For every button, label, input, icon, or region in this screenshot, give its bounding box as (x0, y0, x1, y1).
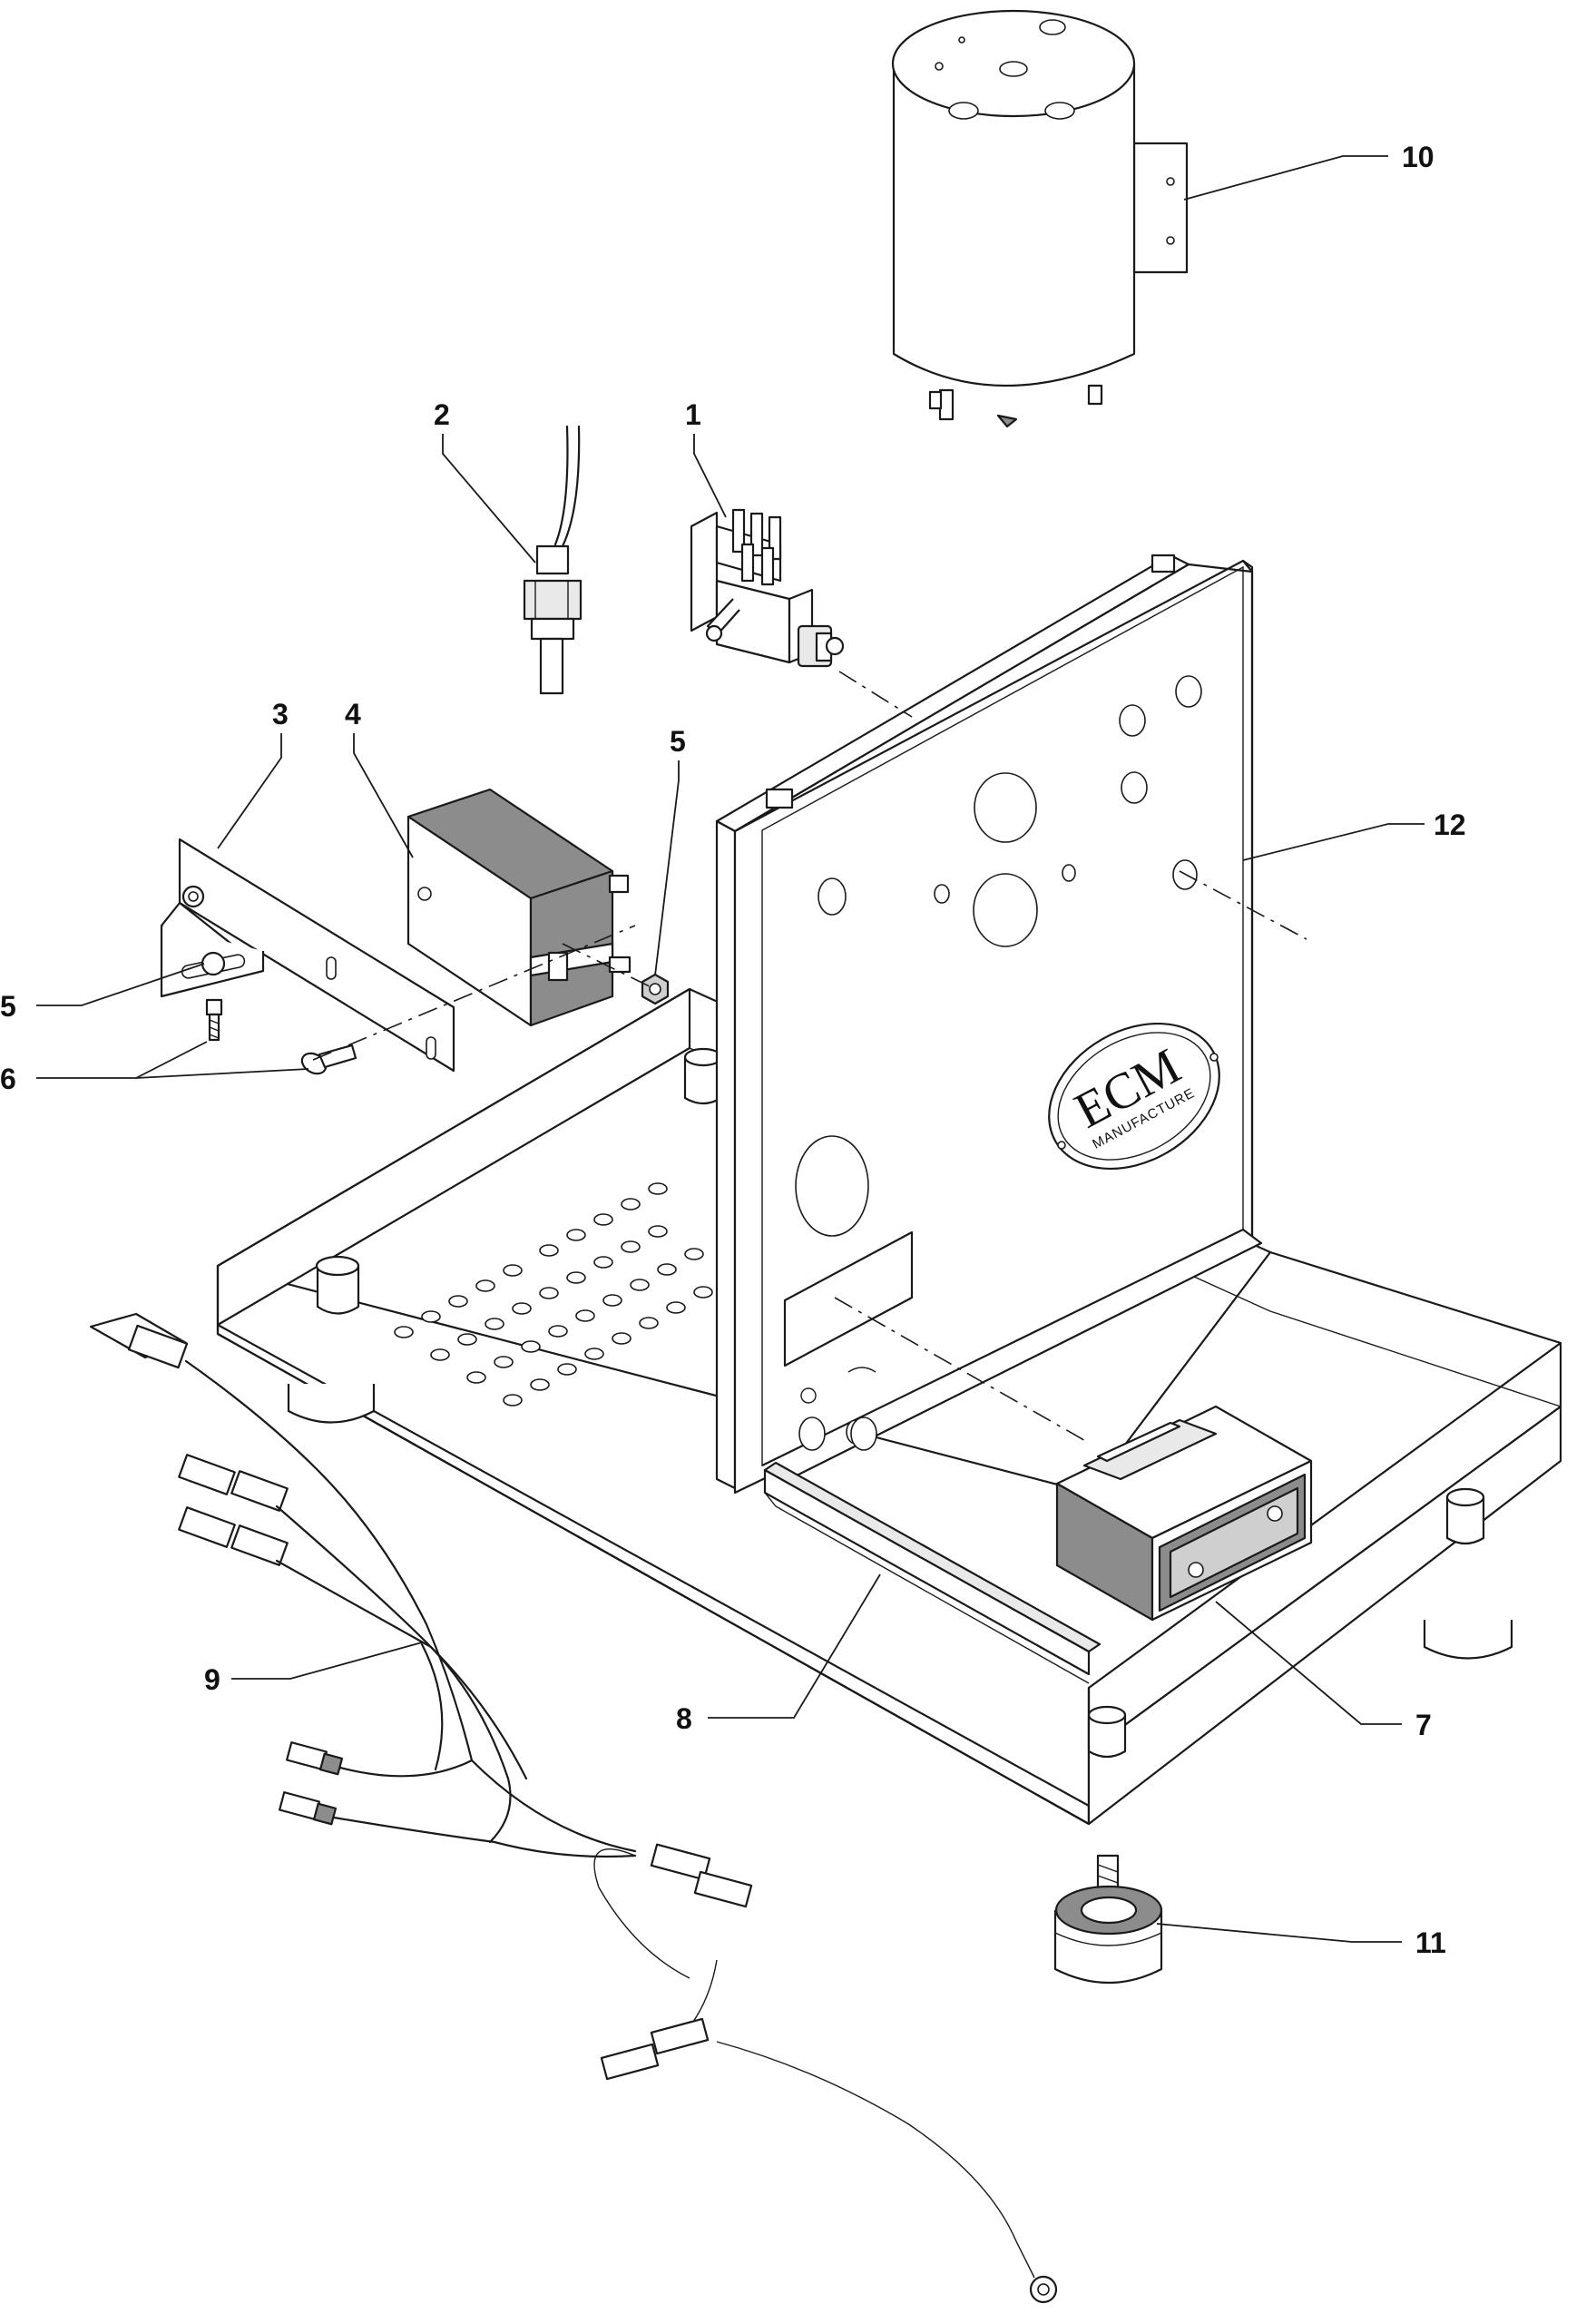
probe-part-2 (523, 425, 583, 695)
display-part-7 (1055, 1405, 1313, 1622)
callout-1: 1 (685, 398, 701, 431)
leader-lines (36, 155, 1425, 1943)
callout-9: 9 (204, 1663, 220, 1696)
callout-10: 11 (1415, 1926, 1446, 1959)
relay-part-4 (406, 788, 632, 1027)
switch-part-1 (690, 508, 845, 668)
harness-part-9 (89, 1312, 1058, 2304)
callout-5-nut: 5 (670, 725, 686, 758)
callout-7: 7 (1415, 1709, 1432, 1741)
callout-2: 2 (434, 398, 450, 431)
callouts: 10 2 1 3 4 5 5 6 12 7 8 9 11 (0, 141, 1466, 1959)
screw-part-6 (205, 998, 357, 1075)
front-panel-part-12 (715, 554, 1263, 1495)
bracket-part-3 (160, 838, 455, 1073)
callout-12: 12 (1434, 809, 1466, 841)
callout-11: 10 (1402, 141, 1434, 173)
callout-3: 3 (272, 698, 289, 730)
assembly-lines (312, 671, 1307, 1444)
rail-part-8 (763, 1461, 1102, 1684)
callout-4: 4 (345, 698, 361, 730)
foot-part-10 (1053, 1854, 1163, 1985)
callout-6: 6 (0, 1063, 16, 1095)
nut-part-5 (641, 973, 670, 1005)
callout-5-bracket: 5 (0, 990, 16, 1023)
boiler-part-11 (891, 9, 1189, 428)
callout-8: 8 (676, 1702, 692, 1735)
